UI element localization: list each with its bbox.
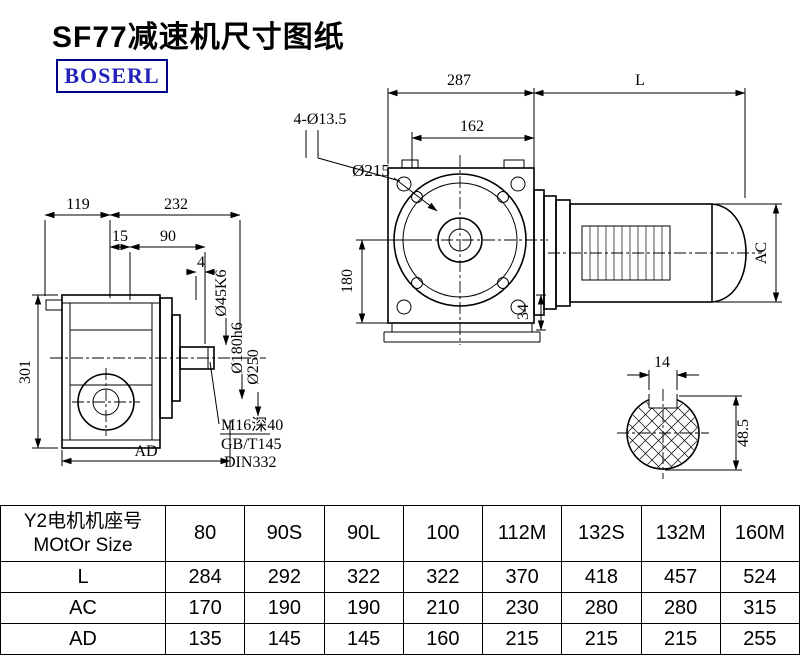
table-cell: 112M [481, 505, 563, 562]
dim-bolt-holes: 4-Ø13.5 [294, 111, 347, 128]
page-title: SF77减速机尺寸图纸 [52, 21, 345, 54]
dim-flange-od: Ø250 [245, 349, 262, 385]
table-cell: 90S [244, 505, 325, 562]
table-cell: 255 [719, 623, 800, 655]
row-label: L [0, 561, 166, 593]
table-cell: 132M [640, 505, 721, 562]
dim-side-right: 232 [164, 196, 188, 213]
table-cell: 160 [402, 623, 484, 655]
dimension-drawing: 287 L 162 4-Ø13.5 Ø215 180 34 AC [17, 72, 782, 479]
table-cell: 280 [640, 592, 721, 624]
side-view [45, 294, 266, 449]
table-cell: 90L [323, 505, 404, 562]
table-cell: 145 [244, 623, 325, 655]
table-cell: 210 [402, 592, 484, 624]
dim-shaft-dia: Ø45K6 [213, 269, 230, 316]
dim-key-width: 14 [654, 354, 670, 371]
table-cell: 160M [719, 505, 800, 562]
motor-view [533, 189, 762, 316]
table-cell: 215 [481, 623, 563, 655]
motor-size-label-en: MOtOr Size [33, 534, 133, 556]
note-standard1: GB/T145 [221, 436, 281, 453]
table-cell: 292 [244, 561, 325, 593]
table-cell: 457 [640, 561, 721, 593]
dim-body-width: AD [134, 443, 157, 460]
dim-motor-length: L [635, 72, 645, 89]
dim-center-height: 180 [339, 269, 356, 293]
dim-spigot-dia: Ø180h6 [229, 322, 246, 374]
table-cell-motor-size: Y2电机机座号 MOtOr Size [0, 505, 166, 562]
table-row-AD: AD 135 145 145 160 215 215 215 255 [0, 623, 800, 655]
table-header-row: Y2电机机座号 MOtOr Size 80 90S 90L 100 112M 1… [0, 505, 800, 562]
table-cell: 370 [481, 561, 563, 593]
shaft-section-view [617, 389, 709, 479]
table-cell: 315 [719, 592, 800, 624]
row-label: AD [0, 623, 166, 655]
table-cell: 280 [561, 592, 642, 624]
table-cell: 80 [164, 505, 246, 562]
dim-body-height: 301 [17, 360, 34, 384]
table-cell: 418 [561, 561, 642, 593]
dim-shaft-step: 15 [112, 228, 128, 245]
table-cell: 170 [164, 592, 246, 624]
brand-logo: BOSERL [56, 59, 168, 93]
table-cell: 135 [164, 623, 246, 655]
motor-size-table: Y2电机机座号 MOtOr Size 80 90S 90L 100 112M 1… [0, 505, 800, 655]
motor-size-label-cn: Y2电机机座号 [23, 510, 143, 532]
dim-flange-circle: Ø215 [352, 161, 390, 180]
table-cell: 132S [561, 505, 642, 562]
dim-foot-height: 34 [515, 304, 532, 320]
dim-side-left: 119 [66, 196, 89, 213]
table-row-L: L 284 292 322 322 370 418 457 524 [0, 561, 800, 593]
row-label: AC [0, 592, 166, 624]
dimensions: 287 L 162 4-Ø13.5 Ø215 180 34 AC [17, 72, 782, 471]
table-cell: 284 [164, 561, 246, 593]
table-cell: 100 [402, 505, 484, 562]
note-standard2: DIN332 [224, 454, 276, 471]
table-cell: 322 [323, 561, 404, 593]
table-cell: 215 [561, 623, 642, 655]
dim-key-height: 48.5 [735, 419, 752, 447]
dim-motor-diameter: AC [753, 242, 770, 264]
table-cell: 230 [481, 592, 563, 624]
table-row-AC: AC 170 190 190 210 230 280 280 315 [0, 592, 800, 624]
table-cell: 145 [323, 623, 404, 655]
dim-flange-thick: 4 [197, 254, 205, 271]
table-cell: 190 [323, 592, 404, 624]
table-cell: 524 [719, 561, 800, 593]
dim-flange-offset: 162 [460, 118, 484, 135]
table-cell: 322 [402, 561, 484, 593]
dim-top-width: 287 [447, 72, 471, 89]
dim-shaft-len: 90 [160, 228, 176, 245]
note-tap-hole: M16深40 [221, 416, 283, 434]
table-cell: 190 [244, 592, 325, 624]
table-cell: 215 [640, 623, 721, 655]
